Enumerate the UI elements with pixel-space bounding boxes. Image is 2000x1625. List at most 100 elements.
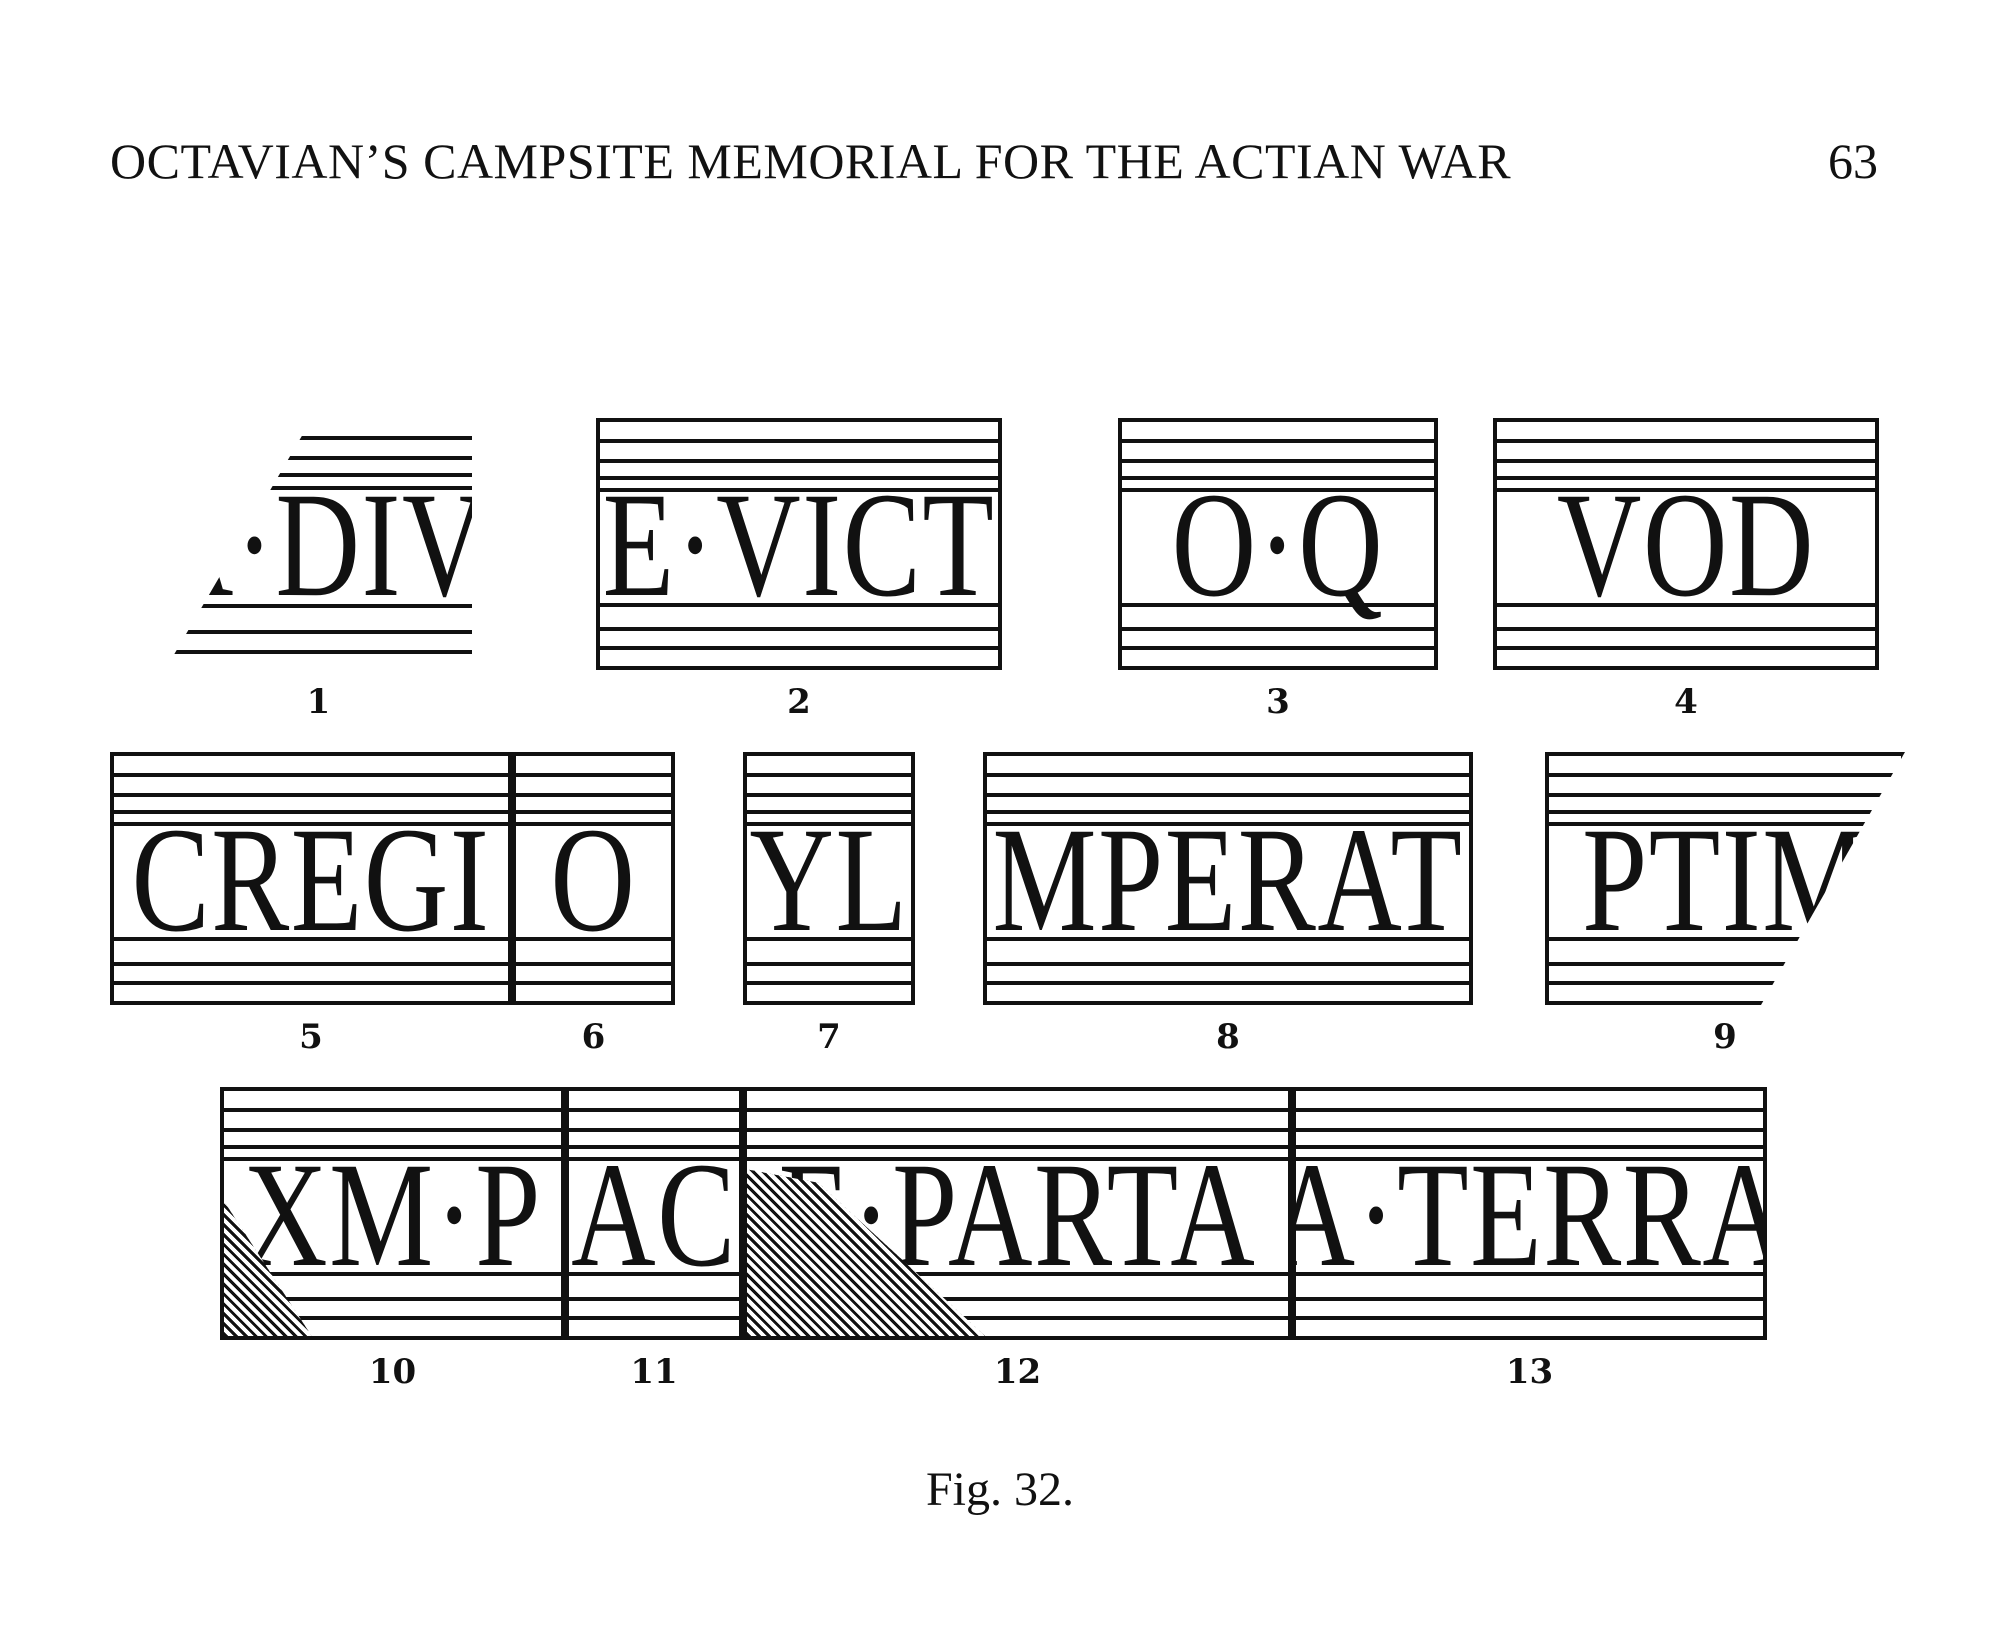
inscription-fragment: CREGI [110, 752, 512, 1005]
fragment-number: 7 [817, 1017, 841, 1057]
fragment-number: 2 [787, 682, 811, 722]
moulding-line [114, 961, 508, 966]
fragment-number: 11 [630, 1352, 678, 1392]
inscription-fragment: PTIM [1545, 752, 1905, 1005]
moulding-line [1296, 1144, 1763, 1149]
moulding-line [747, 1316, 1288, 1321]
inscription-fragment: O [512, 752, 675, 1005]
moulding-line [516, 961, 671, 966]
moulding-line [1549, 981, 1901, 986]
inscription-text: AC [571, 1131, 737, 1298]
moulding-line [1549, 792, 1901, 797]
inscription-fragment: O·Q [1118, 418, 1438, 670]
moulding-line [600, 439, 998, 444]
moulding-line [516, 822, 671, 827]
moulding-line [224, 1157, 561, 1162]
fragment-number: 9 [1713, 1017, 1737, 1057]
inscription-fragment: XM·P [220, 1087, 565, 1340]
moulding-line [1296, 1108, 1763, 1113]
fragment-number: 10 [368, 1352, 417, 1392]
moulding-line [165, 486, 472, 491]
moulding-line [747, 1272, 1288, 1277]
moulding-line [600, 458, 998, 463]
fragment-number: 6 [581, 1017, 606, 1057]
moulding-line [114, 792, 508, 797]
figure-caption: Fig. 32. [925, 1463, 1075, 1516]
page-number: 63 [1828, 133, 1878, 189]
inscription-fragment: MPERAT [983, 752, 1473, 1005]
moulding-line [987, 773, 1469, 778]
moulding-line [987, 792, 1469, 797]
moulding-line [224, 1296, 561, 1301]
moulding-line [1122, 646, 1434, 651]
moulding-line [516, 809, 671, 814]
moulding-line [1497, 475, 1875, 480]
moulding-line [1122, 458, 1434, 463]
moulding-line [747, 1157, 1288, 1162]
moulding-line [114, 822, 508, 827]
moulding-line [747, 981, 911, 986]
moulding-line [516, 792, 671, 797]
moulding-line [747, 792, 911, 797]
moulding-line [747, 937, 911, 942]
moulding-line [516, 773, 671, 778]
inscription-text: A·TERRA [1292, 1131, 1767, 1298]
moulding-line [569, 1316, 739, 1321]
inscription-text: PTIM [1582, 796, 1868, 963]
moulding-line [1296, 1272, 1763, 1277]
moulding-line [1296, 1316, 1763, 1321]
moulding-line [600, 487, 998, 492]
fragment-number: 1 [306, 682, 331, 722]
moulding-line [1122, 602, 1434, 607]
moulding-line [114, 937, 508, 942]
moulding-line [1296, 1127, 1763, 1132]
moulding-line [600, 646, 998, 651]
moulding-line [1497, 458, 1875, 463]
moulding-line [1122, 475, 1434, 480]
inscription-fragment: E·VICT [596, 418, 1002, 670]
moulding-line [747, 1108, 1288, 1113]
moulding-line [224, 1316, 561, 1321]
fragment-number: 4 [1674, 682, 1698, 722]
inscription-fragment: YL [743, 752, 915, 1005]
moulding-line [1497, 439, 1875, 444]
inscription-fragment: VOD [1493, 418, 1879, 670]
inscription-text: O·Q [1171, 462, 1385, 629]
moulding-line [987, 809, 1469, 814]
moulding-line [1497, 602, 1875, 607]
inscription-text: A·DIV [165, 462, 472, 629]
inscription-text: YL [749, 796, 909, 963]
fragment-number: 8 [1216, 1017, 1240, 1057]
moulding-line [1549, 809, 1901, 814]
inscription-fragment: AC [565, 1087, 743, 1340]
inscription-text: O [550, 796, 637, 963]
moulding-line [165, 649, 472, 654]
fragment-number: 12 [993, 1352, 1042, 1392]
moulding-line [569, 1272, 739, 1277]
moulding-line [165, 473, 472, 478]
moulding-line [987, 981, 1469, 986]
inscription-text: CREGI [131, 796, 491, 963]
moulding-line [747, 1127, 1288, 1132]
moulding-line [1296, 1157, 1763, 1162]
moulding-line [1549, 937, 1901, 942]
moulding-line [1549, 822, 1901, 827]
moulding-line [747, 961, 911, 966]
inscription-fragment: A·TERRA [1292, 1087, 1767, 1340]
moulding-line [569, 1144, 739, 1149]
moulding-line [747, 773, 911, 778]
moulding-line [600, 475, 998, 480]
moulding-line [747, 1296, 1288, 1301]
moulding-line [165, 629, 472, 634]
moulding-line [114, 981, 508, 986]
fragment-number: 3 [1266, 682, 1290, 722]
moulding-line [1296, 1296, 1763, 1301]
moulding-line [1549, 773, 1901, 778]
moulding-line [600, 602, 998, 607]
moulding-line [516, 937, 671, 942]
moulding-line [516, 981, 671, 986]
moulding-line [1122, 487, 1434, 492]
moulding-line [569, 1127, 739, 1132]
inscription-text: E·VICT [602, 462, 996, 629]
fragment-number: 5 [299, 1017, 323, 1057]
